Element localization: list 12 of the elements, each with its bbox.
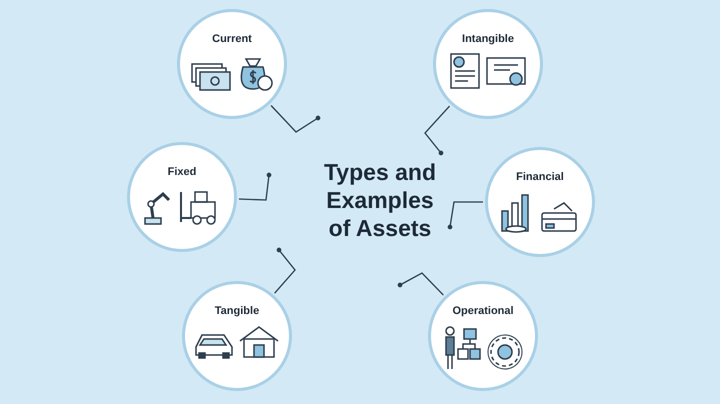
connector-line (238, 172, 272, 201)
connector-line (448, 201, 483, 230)
category-label: Tangible (214, 306, 260, 317)
connector-line (270, 105, 320, 133)
category-label: Operational (452, 306, 514, 317)
connector-line (424, 106, 450, 156)
category-label: Financial (516, 172, 564, 183)
connector-line (274, 248, 296, 294)
diagram-title: Types and Examples of Assets (322, 158, 438, 242)
category-label: Fixed (168, 167, 196, 178)
category-label: Current (212, 34, 252, 45)
category-label: Intangible (462, 34, 514, 45)
